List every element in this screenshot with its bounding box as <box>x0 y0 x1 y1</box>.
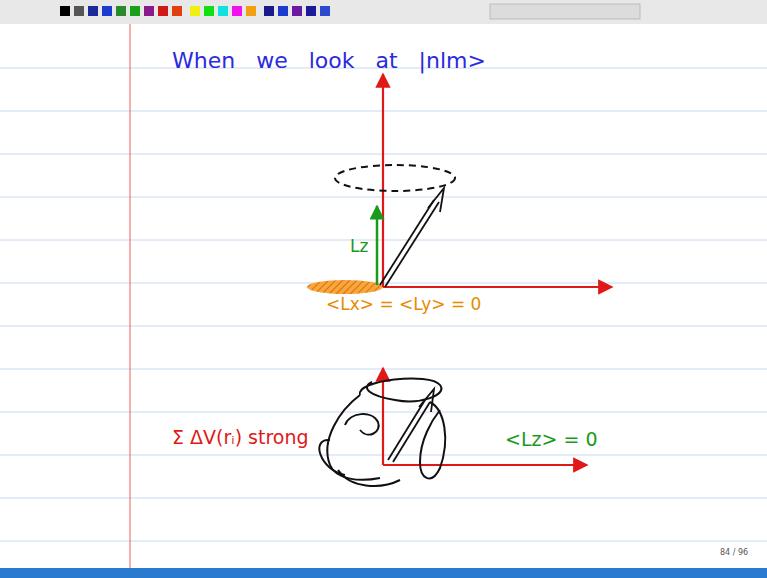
ruled-lines <box>0 68 767 541</box>
heading: When we look at |nlm> <box>172 48 486 74</box>
toolbar <box>0 0 767 24</box>
expectation-note: <Lx> = <Ly> = 0 <box>326 294 481 314</box>
color-swatches <box>60 4 640 19</box>
z-axis <box>382 368 384 465</box>
margin-line <box>130 24 131 570</box>
perturbation-note: Σ ΔV(rᵢ) strong <box>172 426 309 449</box>
x-axis <box>383 286 612 288</box>
hatched-disc <box>307 280 383 294</box>
random-precession-scribble <box>319 378 445 486</box>
lz-vector <box>376 206 379 285</box>
angular-momentum-vector <box>380 188 444 287</box>
x-axis <box>383 464 587 466</box>
z-axis <box>382 74 384 287</box>
precession-cone <box>335 165 455 191</box>
vector-label: Lz <box>350 236 368 256</box>
status-bar <box>0 568 767 578</box>
page-number: 84 / 96 <box>720 548 748 558</box>
expectation-note: <Lz> = 0 <box>505 428 598 451</box>
angular-momentum-vector <box>388 389 434 462</box>
